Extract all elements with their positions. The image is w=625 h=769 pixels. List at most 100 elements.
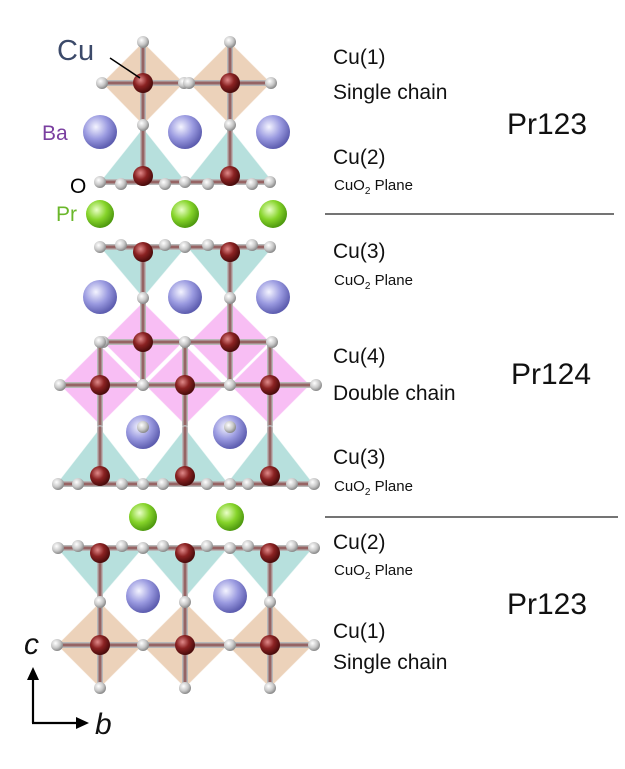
o-atom	[224, 379, 236, 391]
o-atom	[310, 379, 322, 391]
ba-atom-label: Ba	[42, 122, 68, 145]
o-atom	[51, 639, 63, 651]
o-atom	[72, 540, 84, 552]
o-atom	[179, 176, 191, 188]
o-atom	[308, 542, 320, 554]
layer-5-desc-sub: 2	[364, 487, 371, 498]
o-atom	[202, 239, 214, 251]
layer-4-site: Cu(4)	[333, 345, 386, 368]
o-atom	[96, 77, 108, 89]
layer-2-desc-sub: 2	[364, 186, 371, 197]
ba-atom	[83, 280, 117, 314]
o-atom	[242, 540, 254, 552]
o-atom	[94, 682, 106, 694]
cu-atom	[133, 332, 153, 352]
o-atom	[224, 119, 236, 131]
layer-5-site: Cu(3)	[333, 446, 386, 469]
o-atom-label: O	[70, 175, 87, 198]
o-atom	[159, 239, 171, 251]
cu-atom	[90, 635, 110, 655]
o-atom	[179, 596, 191, 608]
o-atom	[286, 540, 298, 552]
pr-atom	[171, 200, 199, 228]
o-atom	[308, 639, 320, 651]
axis-indicator	[27, 667, 89, 729]
c-axis-label: c	[24, 628, 39, 661]
o-atom	[116, 540, 128, 552]
cu-atom-label: Cu	[57, 35, 95, 67]
b-axis-arrowhead	[76, 717, 89, 729]
o-atom	[179, 336, 191, 348]
pr-atom-label: Pr	[56, 203, 77, 226]
ba-atom	[256, 115, 290, 149]
cu-atom	[260, 635, 280, 655]
pr-atom	[216, 503, 244, 531]
o-atom	[159, 178, 171, 190]
o-atom	[201, 478, 213, 490]
o-atom	[224, 36, 236, 48]
o-atom	[183, 77, 195, 89]
o-atom	[246, 178, 258, 190]
pr-atom	[129, 503, 157, 531]
o-atom	[224, 639, 236, 651]
o-atom	[224, 542, 236, 554]
layer-6-desc: CuO2 Plane	[334, 563, 413, 582]
o-atom	[308, 478, 320, 490]
layer-5-desc-tail: Plane	[370, 478, 413, 495]
cu-atom	[175, 375, 195, 395]
b-axis-label: b	[95, 708, 112, 741]
o-atom	[137, 36, 149, 48]
o-atom	[264, 682, 276, 694]
cu-atom	[175, 543, 195, 563]
o-atom	[137, 379, 149, 391]
o-atom	[137, 119, 149, 131]
layer-7-site: Cu(1)	[333, 620, 386, 643]
o-atom	[94, 176, 106, 188]
ba-atom	[168, 280, 202, 314]
o-atom	[54, 379, 66, 391]
atoms	[51, 36, 322, 694]
layer-4-desc: Double chain	[333, 382, 456, 405]
layer-3-desc-main: CuO	[334, 272, 365, 289]
ba-atom	[126, 579, 160, 613]
cu-atom	[133, 73, 153, 93]
layer-3-desc: CuO2 Plane	[334, 273, 413, 292]
ba-atom	[83, 115, 117, 149]
layer-6-desc-sub: 2	[364, 571, 371, 582]
layer-1-desc: Single chain	[333, 81, 448, 104]
o-atom	[116, 478, 128, 490]
o-atom	[224, 478, 236, 490]
pr-atom	[86, 200, 114, 228]
cu-atom	[90, 543, 110, 563]
cu-atom	[220, 242, 240, 262]
cu-atom	[90, 375, 110, 395]
layer-2-desc-tail: Plane	[370, 177, 413, 194]
o-atom	[72, 478, 84, 490]
cu-atom	[220, 166, 240, 186]
o-atom	[52, 478, 64, 490]
layer-6-site: Cu(2)	[333, 531, 386, 554]
layer-1-site: Cu(1)	[333, 46, 386, 69]
layer-2-site: Cu(2)	[333, 146, 386, 169]
o-atom	[137, 542, 149, 554]
o-atom	[94, 241, 106, 253]
o-atom	[201, 540, 213, 552]
c-axis-arrowhead	[27, 667, 39, 680]
o-atom	[264, 596, 276, 608]
o-atom	[115, 178, 127, 190]
o-atom	[157, 540, 169, 552]
ba-atom	[213, 579, 247, 613]
o-atom	[224, 421, 236, 433]
cu-atom	[260, 375, 280, 395]
o-atom	[242, 478, 254, 490]
block-label-top: Pr123	[507, 108, 588, 141]
layer-7-desc: Single chain	[333, 651, 448, 674]
cu-atom	[260, 466, 280, 486]
layer-6-desc-tail: Plane	[370, 562, 413, 579]
layer-6-desc-main: CuO	[334, 562, 365, 579]
cu-atom	[90, 466, 110, 486]
ba-atom	[168, 115, 202, 149]
o-atom	[264, 241, 276, 253]
o-atom	[115, 239, 127, 251]
